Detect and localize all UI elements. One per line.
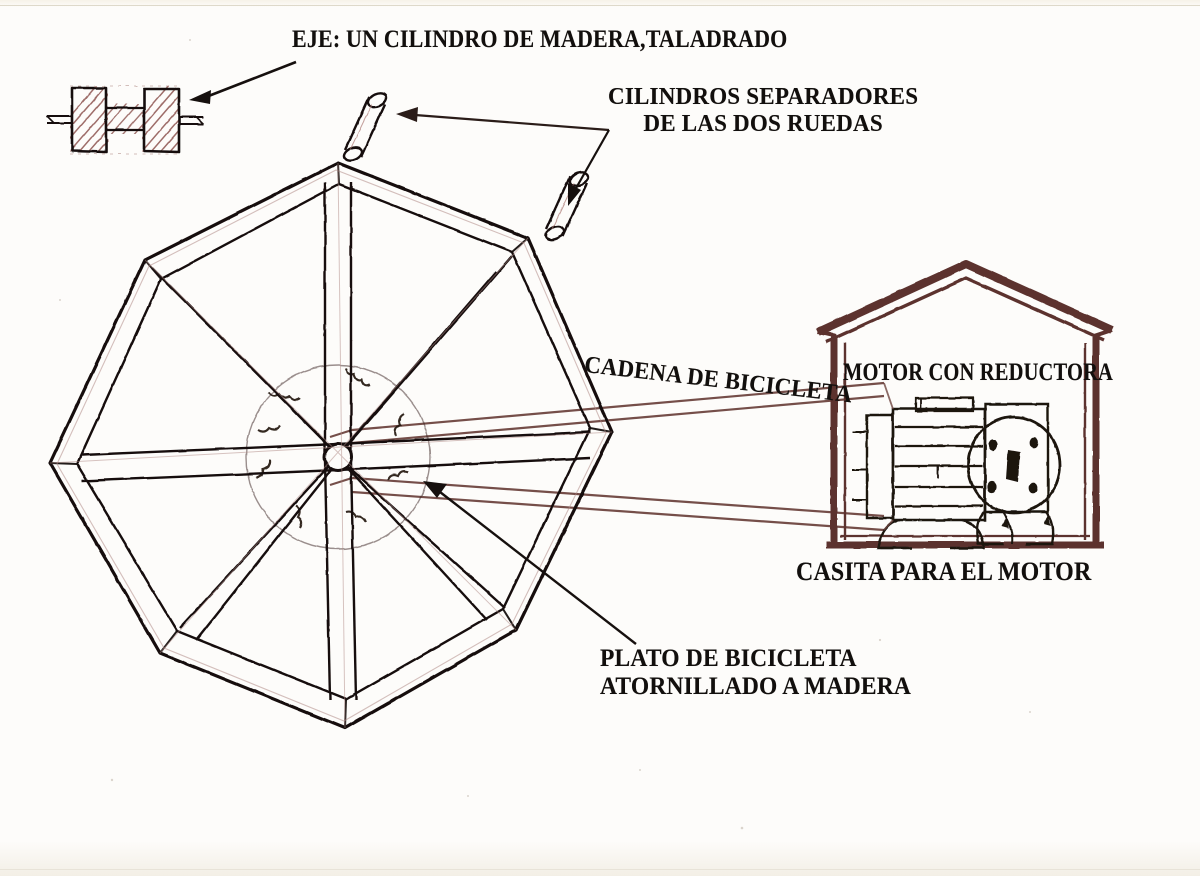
motor-with-gearbox <box>852 396 1062 550</box>
label-spacer-cylinders-line2: DE LAS DOS RUEDAS <box>643 110 883 137</box>
label-axle: EJE: UN CILINDRO DE MADERA,TALADRADO <box>292 26 788 53</box>
scan-edge-top <box>0 5 1200 6</box>
chain-into-house <box>883 382 894 531</box>
arrow-axle <box>189 60 297 104</box>
arrow-spacer-lower <box>568 129 610 206</box>
label-sprocket: PLATO DE BICICLETA ATORNILLADO A MADERA <box>600 645 911 701</box>
octagonal-wheel <box>48 161 614 730</box>
motor-house <box>816 260 1114 549</box>
label-spacer-cylinders-line1: CILINDROS SEPARADORES <box>608 84 919 110</box>
bicycle-sprocket <box>245 364 431 550</box>
label-sprocket-line1: PLATO DE BICICLETA <box>600 645 857 672</box>
label-sprocket-line2: ATORNILLADO A MADERA <box>600 673 912 700</box>
axle-detail-drawing <box>46 85 205 155</box>
spacer-cylinder-upper <box>342 92 388 162</box>
arrow-spacer-upper <box>396 107 610 132</box>
spacer-cylinder-lower <box>544 171 590 241</box>
scan-specks <box>59 39 1031 830</box>
label-motor: MOTOR CON REDUCTORA <box>843 359 1114 386</box>
label-motor-house: CASITA PARA EL MOTOR <box>796 557 1092 586</box>
label-spacer-cylinders: CILINDROS SEPARADORES DE LAS DOS RUEDAS <box>608 84 918 138</box>
wheel-spokes <box>81 182 591 701</box>
arrow-sprocket <box>423 481 637 645</box>
scan-edge-bottom <box>0 869 1200 870</box>
wheel-hub <box>323 442 353 472</box>
